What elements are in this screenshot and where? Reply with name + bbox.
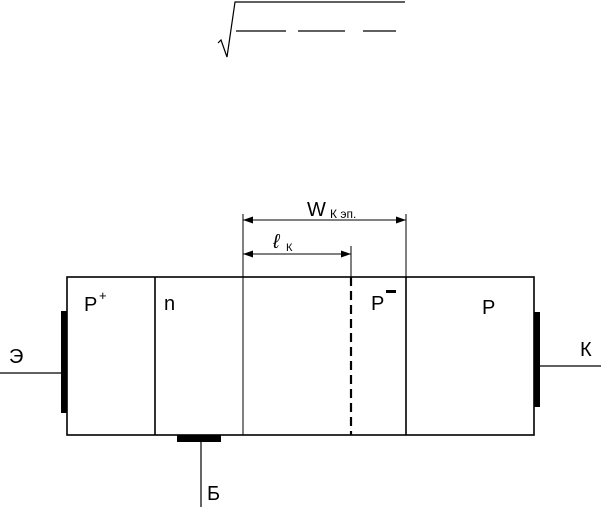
dim-l-arrow-left: [243, 250, 253, 258]
emitter-terminal: Э: [0, 311, 67, 413]
structure-outline: [66, 276, 535, 436]
collector-label: К: [580, 339, 592, 361]
emitter-label: Э: [9, 346, 23, 368]
radical-sign: [217, 1, 405, 58]
base-contact: [177, 435, 221, 442]
dimension-w-collector-junction: W К эп.: [242, 199, 407, 277]
region-p-minus-sup-bar: [386, 290, 396, 293]
region-p-minus-label: P: [371, 293, 384, 315]
region-p-plus: P +: [84, 288, 107, 316]
base-label: Б: [207, 483, 220, 505]
dim-l-label: ℓ: [272, 231, 281, 253]
collector-terminal: К: [534, 312, 601, 407]
formula-fragment: [217, 1, 405, 58]
region-p-plus-label: P: [84, 294, 97, 316]
dim-l-arrow-right: [341, 250, 351, 258]
region-p-plus-sup: +: [99, 288, 107, 303]
collector-contact: [534, 312, 540, 407]
dim-l-subscript: К: [286, 242, 293, 254]
dim-w-subscript: К эп.: [330, 207, 356, 221]
dim-w-label: W: [307, 199, 326, 221]
region-n-label: n: [164, 293, 175, 315]
emitter-contact: [61, 311, 67, 413]
dim-w-arrow-right: [396, 216, 406, 224]
region-p-label: P: [482, 297, 495, 319]
base-terminal: Б: [177, 435, 221, 507]
dimension-l-collector: ℓ К: [243, 231, 352, 277]
region-p-minus: P: [371, 290, 396, 315]
dim-w-arrow-left: [243, 216, 253, 224]
